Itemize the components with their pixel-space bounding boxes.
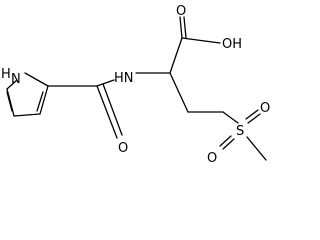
bond-c5-n1 (6, 79, 18, 90)
bond-c4-c5-inner (6, 91, 13, 112)
bond-carboxyl-oh (181, 37, 221, 44)
bond-s-o1 (245, 109, 259, 120)
bond-c2-c3 (39, 85, 49, 115)
molecule-diagram: H N HN O O OH S O O (1, 4, 270, 166)
bond-carbonyl-o-second (102, 83, 123, 136)
bond-alpha-carboxyl (169, 37, 183, 74)
sulfur-label: S (236, 124, 244, 139)
bond-s-o2 (219, 135, 232, 147)
bond-carboxyl-o (179, 16, 183, 39)
bond-gamma-s (222, 111, 239, 124)
pyrrole-nh-h-label: H (1, 67, 11, 82)
bond-carbonyl-nh (96, 79, 115, 87)
bond-n1-c2 (24, 72, 49, 87)
amide-nh-label: HN (114, 71, 134, 86)
acid-oh-label: OH (222, 37, 242, 52)
sulfonyl-o1-label: O (260, 101, 270, 116)
pyrrole-n-label: N (11, 72, 21, 87)
amide-group (47, 79, 123, 139)
pyrrole-ring (6, 72, 49, 117)
bond-s-o1-second (247, 113, 261, 124)
amide-carbonyl-o-label: O (118, 141, 128, 156)
sulfonyl-o2-label: O (207, 151, 217, 166)
bond-s-o2-second (222, 138, 235, 150)
sulfonyl-group (219, 109, 267, 161)
bond-c3-c4 (13, 113, 41, 117)
structure-canvas: H N HN O O OH S O O (1, 4, 270, 166)
bond-c4-c5 (6, 88, 15, 117)
bond-s-methyl (246, 136, 267, 161)
backbone (135, 16, 239, 124)
acid-carbonyl-o-label: O (176, 4, 186, 19)
bond-alpha-beta (169, 72, 189, 113)
bond-c2-c3-inner (36, 91, 44, 112)
bond-carboxyl-o-second (183, 16, 187, 39)
bond-carbonyl-o (96, 85, 118, 139)
